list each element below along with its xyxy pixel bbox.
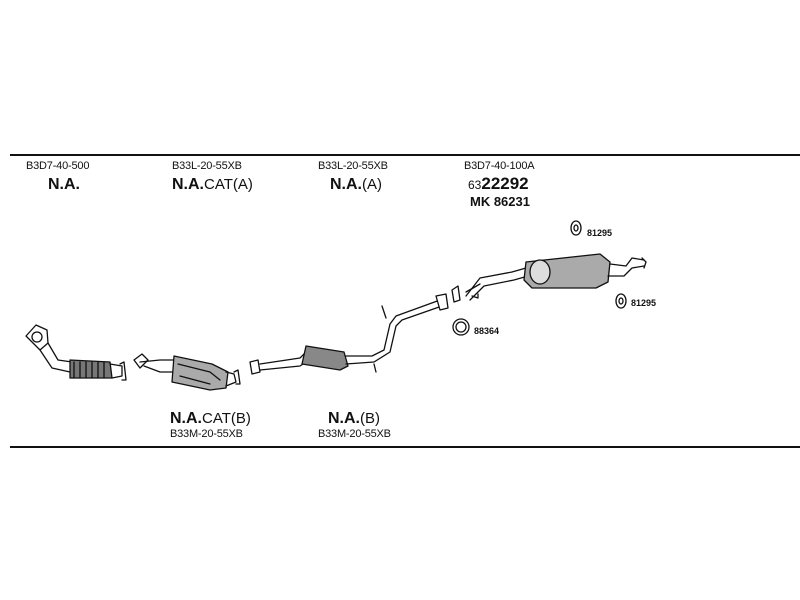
part-status-3: N.A.(A) xyxy=(330,176,382,193)
part-status-1: N.A. xyxy=(48,176,80,193)
top-divider xyxy=(10,154,800,156)
bottom-divider xyxy=(10,446,800,448)
part-code-1: B3D7-40-500 xyxy=(26,160,90,172)
small-part-label-2: 81295 xyxy=(631,298,657,308)
rear-muffler-part xyxy=(451,253,647,303)
part-status-5: N.A.CAT(B) xyxy=(170,410,251,427)
part-code-5: B33M-20-55XB xyxy=(170,428,243,440)
part-code-2: B33L-20-55XB xyxy=(172,160,242,172)
part-code-4: B3D7-40-100A xyxy=(464,160,535,172)
part-number-4: 6322292 xyxy=(468,174,529,193)
catalytic-converter-part xyxy=(133,353,241,391)
part-code-3: B33L-20-55XB xyxy=(318,160,388,172)
gasket-ring-icon xyxy=(452,318,470,336)
part-code-6: B33M-20-55XB xyxy=(318,428,391,440)
small-part-label-1: 81295 xyxy=(587,228,613,238)
part-status-2: N.A.CAT(A) xyxy=(172,176,253,193)
small-part-label-3: 88364 xyxy=(474,326,500,336)
part-status-6: N.A.(B) xyxy=(328,410,380,427)
center-pipe-part xyxy=(249,293,449,375)
part-mk-4: MK 86231 xyxy=(470,194,530,209)
o-ring-icon xyxy=(615,293,627,309)
front-pipe-part xyxy=(25,324,127,381)
o-ring-icon xyxy=(570,220,582,236)
